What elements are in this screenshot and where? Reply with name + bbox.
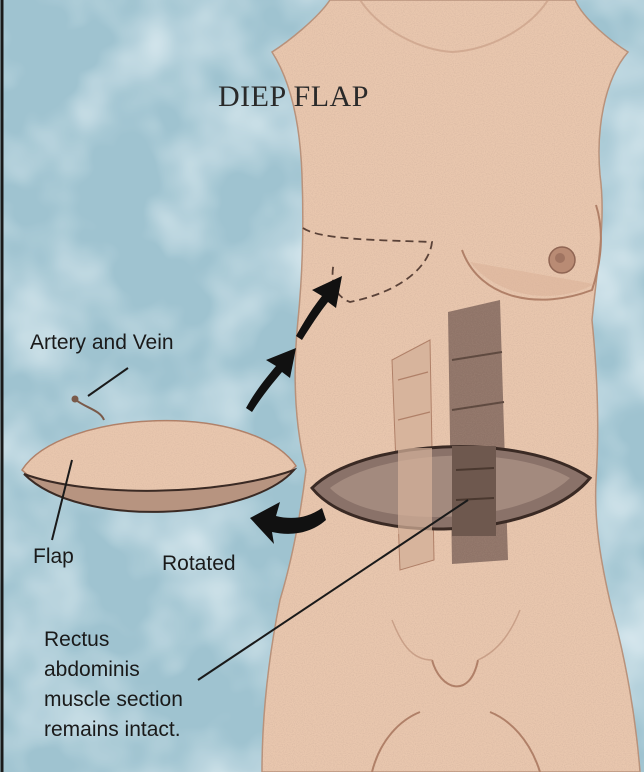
- diagram-title: DIEP FLAP: [218, 80, 369, 114]
- label-rectus-line: muscle section: [44, 685, 183, 715]
- label-rectus-line: remains intact.: [44, 715, 183, 745]
- label-rectus-line: abdominis: [44, 655, 183, 685]
- label-rotated: Rotated: [162, 551, 236, 576]
- label-rectus-abdominis: Rectus abdominis muscle section remains …: [44, 625, 183, 745]
- label-rectus-line: Rectus: [44, 625, 183, 655]
- label-artery-and-vein: Artery and Vein: [30, 330, 174, 355]
- label-flap: Flap: [33, 544, 74, 569]
